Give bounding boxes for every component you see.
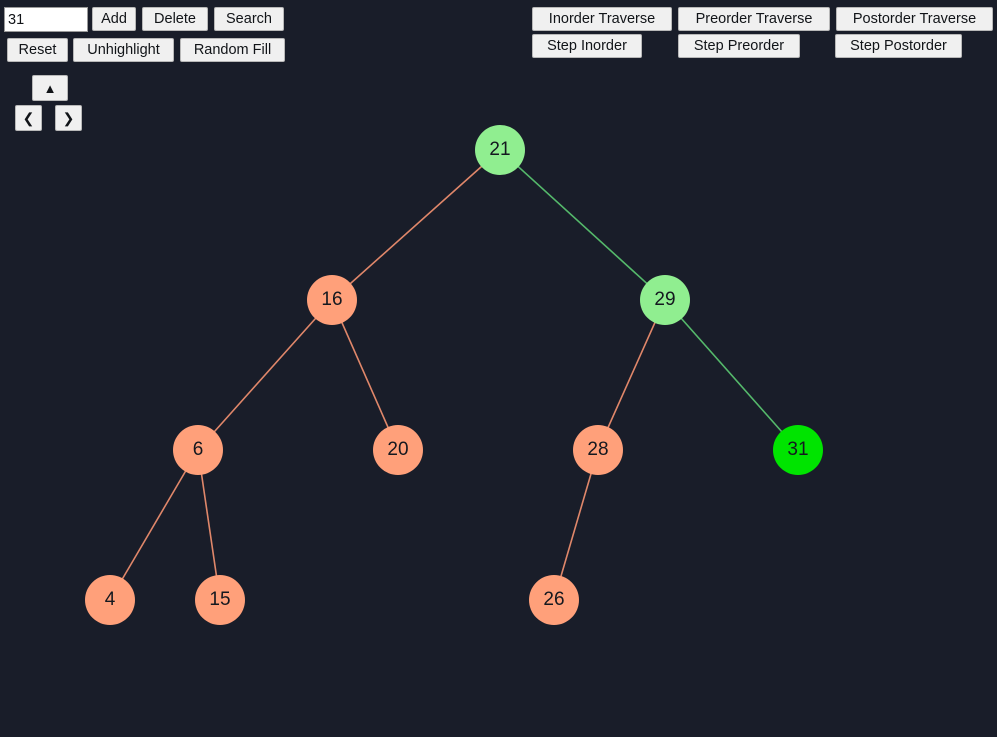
search-button[interactable]: Search [214, 7, 284, 31]
tree-node-16[interactable]: 16 [307, 275, 357, 325]
step-inorder-button[interactable]: Step Inorder [532, 34, 642, 58]
delete-button[interactable]: Delete [142, 7, 208, 31]
postorder-traverse-button[interactable]: Postorder Traverse [836, 7, 993, 31]
tree-node-26[interactable]: 26 [529, 575, 579, 625]
unhighlight-button[interactable]: Unhighlight [73, 38, 174, 62]
preorder-traverse-button[interactable]: Preorder Traverse [678, 7, 830, 31]
tree-node-15[interactable]: 15 [195, 575, 245, 625]
reset-button[interactable]: Reset [7, 38, 68, 62]
tree-node-6[interactable]: 6 [173, 425, 223, 475]
tree-edge [197, 299, 333, 451]
tree-node-20[interactable]: 20 [373, 425, 423, 475]
add-button[interactable]: Add [92, 7, 136, 31]
inorder-traverse-button[interactable]: Inorder Traverse [532, 7, 672, 31]
tree-edge [109, 449, 199, 601]
tree-edge [553, 449, 599, 601]
nav-right-chevron-icon[interactable]: ❯ [55, 105, 82, 131]
nav-left-chevron-icon[interactable]: ❮ [15, 105, 42, 131]
tree-node-4[interactable]: 4 [85, 575, 135, 625]
toolbar: Add Delete Search Reset Unhighlight Rand… [0, 0, 997, 140]
tree-node-31[interactable]: 31 [773, 425, 823, 475]
step-postorder-button[interactable]: Step Postorder [835, 34, 962, 58]
tree-node-21[interactable]: 21 [475, 125, 525, 175]
tree-edge [664, 299, 799, 451]
tree-edge [331, 299, 399, 451]
nav-up-icon[interactable]: ▲ [32, 75, 68, 101]
tree-edge [499, 149, 666, 301]
tree-edge [331, 149, 501, 301]
value-input[interactable] [4, 7, 88, 32]
random-fill-button[interactable]: Random Fill [180, 38, 285, 62]
step-preorder-button[interactable]: Step Preorder [678, 34, 800, 58]
tree-edge [597, 299, 666, 451]
tree-node-29[interactable]: 29 [640, 275, 690, 325]
tree-node-28[interactable]: 28 [573, 425, 623, 475]
